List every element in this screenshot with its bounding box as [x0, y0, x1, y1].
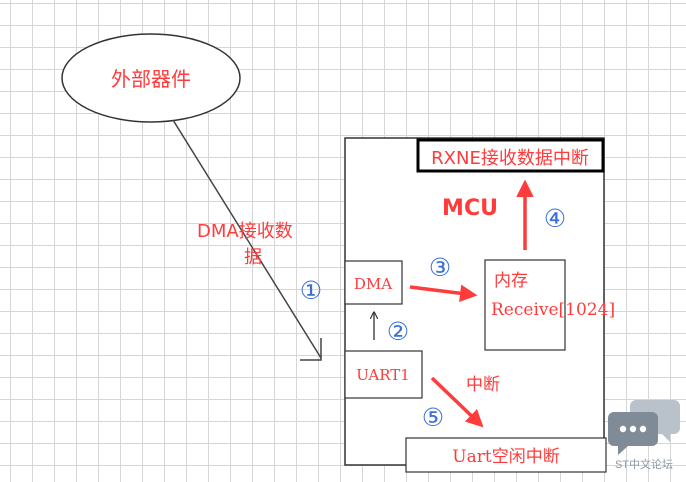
- dma-box: [344, 260, 403, 305]
- step-1: ①: [300, 276, 322, 305]
- dma-box-label: DMA: [354, 275, 392, 293]
- mcu-label: MCU: [442, 196, 498, 221]
- rxne-interrupt-label: RXNE接收数据中断: [431, 148, 589, 169]
- device-line-arrowhead: [300, 338, 322, 361]
- memory-box-buffer: Receive[1024]: [491, 300, 615, 320]
- dma-receive-label-line2: 据: [244, 247, 262, 268]
- external-device-label: 外部器件: [111, 67, 191, 91]
- idle-interrupt-box: [405, 437, 607, 473]
- interrupt-label: 中断: [466, 375, 500, 395]
- step-2: ②: [387, 317, 409, 346]
- rxne-interrupt-box: [416, 138, 605, 173]
- uart-box-label: UART1: [356, 366, 410, 384]
- watermark: ST中文论坛: [606, 396, 682, 478]
- memory-box: [484, 259, 566, 351]
- step-4: ④: [544, 204, 566, 233]
- memory-box-title: 内存: [494, 271, 528, 291]
- chat-bubble-icon: [608, 400, 680, 455]
- uart-box: [344, 350, 423, 399]
- arrow-uart-to-idle: [430, 376, 484, 428]
- watermark-label: ST中文论坛: [614, 459, 674, 471]
- idle-interrupt-label: Uart空闲中断: [452, 447, 559, 467]
- device-to-mcu-line: [172, 119, 322, 359]
- step-3: ③: [429, 253, 451, 282]
- external-device-node: 外部器件: [61, 33, 241, 123]
- arrow-dma-to-memory: [409, 284, 478, 302]
- step-5: ⑤: [422, 403, 444, 432]
- dma-receive-label-line1: DMA接收数: [197, 221, 293, 242]
